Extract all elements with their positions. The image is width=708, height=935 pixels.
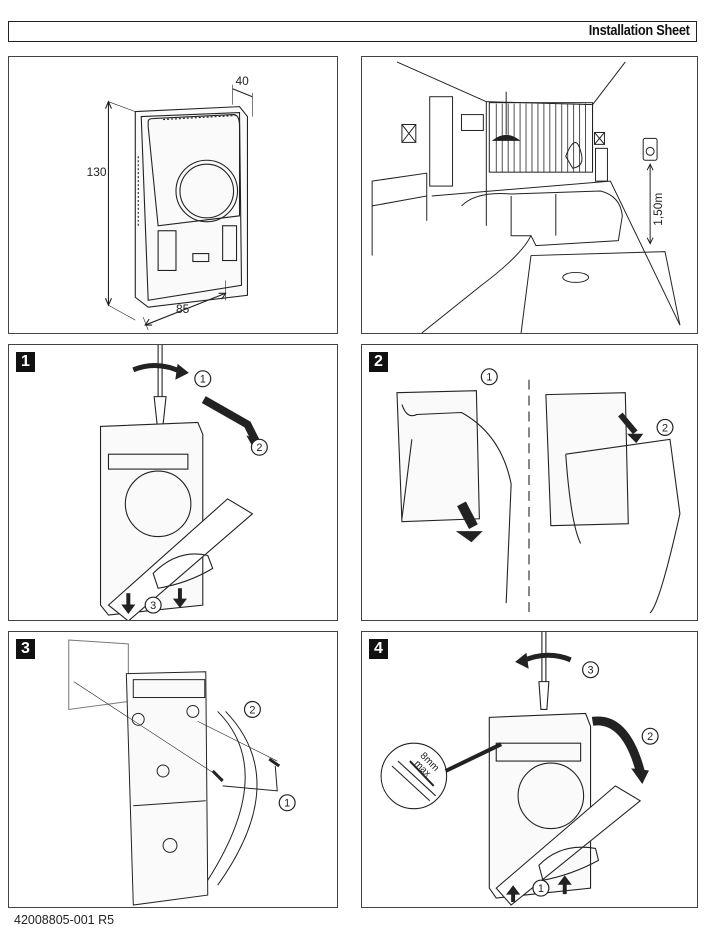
step-number-badge: 4 — [369, 639, 388, 659]
step-1-panel: 1 1 2 3 — [8, 344, 338, 621]
thermostat-dimensions-drawing: 130 85 40 — [87, 74, 253, 331]
step-4-drawing: 8mm max 3 2 1 — [380, 632, 659, 906]
step-2-drawing: 1 2 — [396, 368, 681, 614]
step-number-badge: 3 — [16, 639, 35, 659]
callout-3: 3 — [588, 665, 594, 677]
callout-1: 1 — [538, 883, 544, 895]
step-3-drawing: 2 1 — [68, 639, 296, 906]
callout-1: 1 — [284, 798, 290, 810]
callout-1: 1 — [200, 374, 206, 386]
step-3-panel: 3 2 1 — [8, 631, 338, 908]
callout-1: 1 — [486, 372, 492, 384]
header-bar: Installation Sheet — [8, 21, 697, 42]
step-1-drawing: 1 2 3 — [99, 345, 268, 620]
room-placement-illustration: 1,50m — [361, 56, 698, 334]
callout-2: 2 — [647, 731, 653, 743]
document-title: Installation Sheet — [589, 23, 690, 39]
callout-2: 2 — [662, 422, 668, 434]
step-4-panel: 4 8mm max 3 2 — [361, 631, 698, 908]
callout-2: 2 — [256, 442, 262, 454]
mount-height-label: 1,50m — [651, 193, 665, 226]
height-dimension-label: 130 — [87, 165, 107, 179]
width-dimension-label: 85 — [176, 302, 190, 316]
step-number-badge: 2 — [369, 352, 388, 372]
depth-dimension-label: 40 — [236, 74, 250, 88]
callout-3: 3 — [150, 600, 156, 612]
step-number-badge: 1 — [16, 352, 35, 372]
callout-2: 2 — [249, 704, 255, 716]
living-room-drawing: 1,50m — [371, 61, 681, 333]
document-number: 42008805-001 R5 — [14, 913, 115, 927]
dimensions-illustration: 130 85 40 — [8, 56, 338, 334]
step-2-panel: 2 1 2 — [361, 344, 698, 621]
